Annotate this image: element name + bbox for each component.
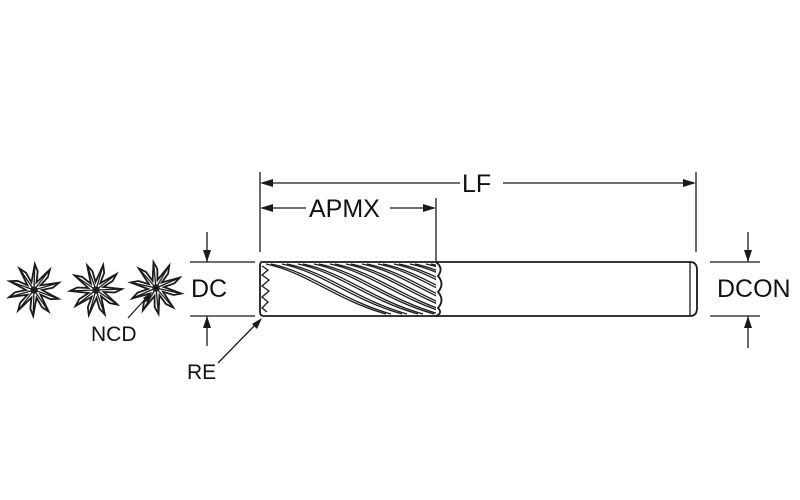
dc-label: DC (191, 275, 227, 303)
end-view-outline (66, 261, 126, 319)
flute-curve (265, 263, 387, 315)
end-view-center (30, 286, 38, 294)
apmx-label: APMX (309, 195, 380, 223)
helical-flutes (265, 263, 436, 315)
flute-curve (334, 263, 436, 309)
re-label: RE (187, 361, 216, 384)
dcon-dimension (710, 232, 760, 348)
flute-curve (345, 263, 436, 304)
lf-dimension (259, 172, 697, 252)
flute-curve (430, 263, 436, 266)
flute-curve (366, 263, 436, 295)
end-view-center (152, 284, 160, 292)
flute-curve (329, 263, 436, 311)
end-view-outline (127, 258, 185, 318)
flute-curve (382, 263, 436, 286)
flute-curve (393, 263, 436, 281)
end-view-center (92, 286, 100, 294)
flute-curve (302, 263, 424, 315)
end-view-2 (66, 261, 126, 319)
flute-curve (398, 263, 436, 278)
flute-curve (297, 263, 419, 315)
dcon-label: DCON (717, 275, 791, 303)
tool-body (259, 261, 698, 317)
flute-curve (313, 263, 435, 315)
flute-curve (270, 263, 392, 315)
flute-curve (286, 263, 408, 315)
flute-curve (425, 263, 436, 268)
flute-curve (409, 263, 436, 273)
end-view-outline (5, 260, 63, 320)
re-leader (217, 318, 262, 364)
flute-curve (281, 263, 403, 315)
dc-dimension (190, 232, 255, 346)
flute-curve (318, 263, 436, 314)
ncd-label: NCD (91, 323, 137, 346)
end-view-1 (5, 260, 63, 320)
lf-label: LF (462, 170, 491, 198)
end-view-3 (127, 258, 185, 318)
apmx-dimension (260, 198, 437, 262)
ncd-leader (127, 292, 152, 319)
flute-curve (414, 263, 436, 271)
flute-curve (350, 263, 436, 302)
flute-curve (377, 263, 436, 289)
flute-curve (361, 263, 436, 297)
